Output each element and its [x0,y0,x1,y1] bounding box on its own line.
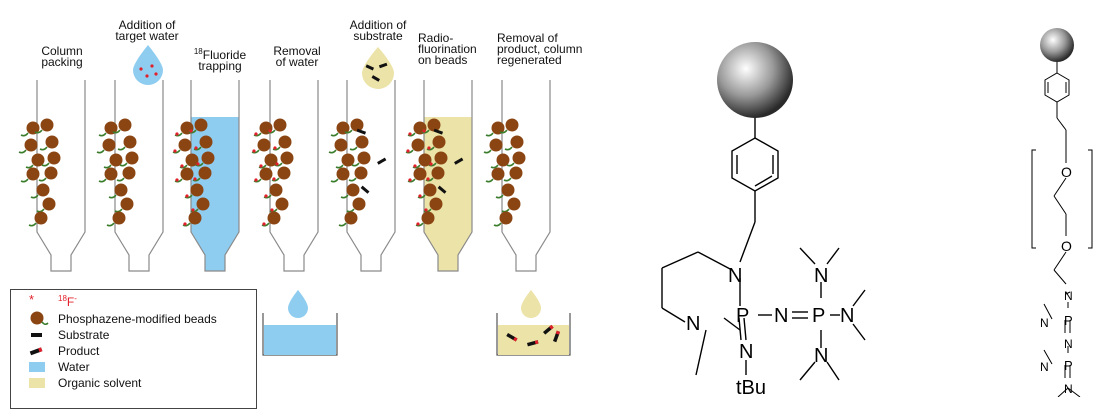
process-diagram [18,45,571,356]
atom-n1: N [1064,289,1073,303]
atom-p-center: P [736,305,749,327]
atom-o2: O [1061,238,1072,254]
atom-p-right: P [812,305,825,327]
target-water-droplet [133,45,163,85]
atom-n2: N [1040,316,1049,330]
phosphazene-molecule-1: N N P N P N N N N tBu [661,42,866,397]
tbu-group: tBu [736,377,766,397]
atom-p1: P [1064,313,1073,328]
phosphazene-molecule-2: O O N N P N N P N [1031,28,1093,397]
column-removal-of-water [251,80,319,272]
atom-n-ring-top: N [728,265,742,287]
atom-n-imine: N [739,341,753,363]
column-radiofluorination [405,80,473,272]
product-solvent-droplet [521,290,541,318]
atom-n-top: N [814,265,828,287]
removed-water-droplet [288,290,308,318]
column-addition-of-substrate [328,80,396,272]
atom-n-link: N [774,305,788,327]
atom-n5: N [1064,382,1073,396]
column-column-packing [18,80,86,272]
svg-text:*: * [29,293,34,305]
column-addition-of-target-water [96,80,164,272]
atom-n4: N [1040,360,1049,374]
atom-o1: O [1061,164,1072,180]
resin-bead-sphere-2 [1040,28,1074,62]
substrate-droplet [362,47,394,89]
atom-n-bottom: N [814,345,828,367]
atom-p2: P [1064,358,1073,373]
resin-bead-sphere [717,42,793,118]
column-removal-of-product [483,80,551,272]
atom-n3: N [1064,337,1073,351]
atom-n-right: N [840,305,854,327]
atom-n-ring-bottom: N [686,313,700,335]
legend: * 18F- Phosphazene-modified beads Substr… [10,289,257,409]
column-fluoride-trapping [172,80,240,272]
